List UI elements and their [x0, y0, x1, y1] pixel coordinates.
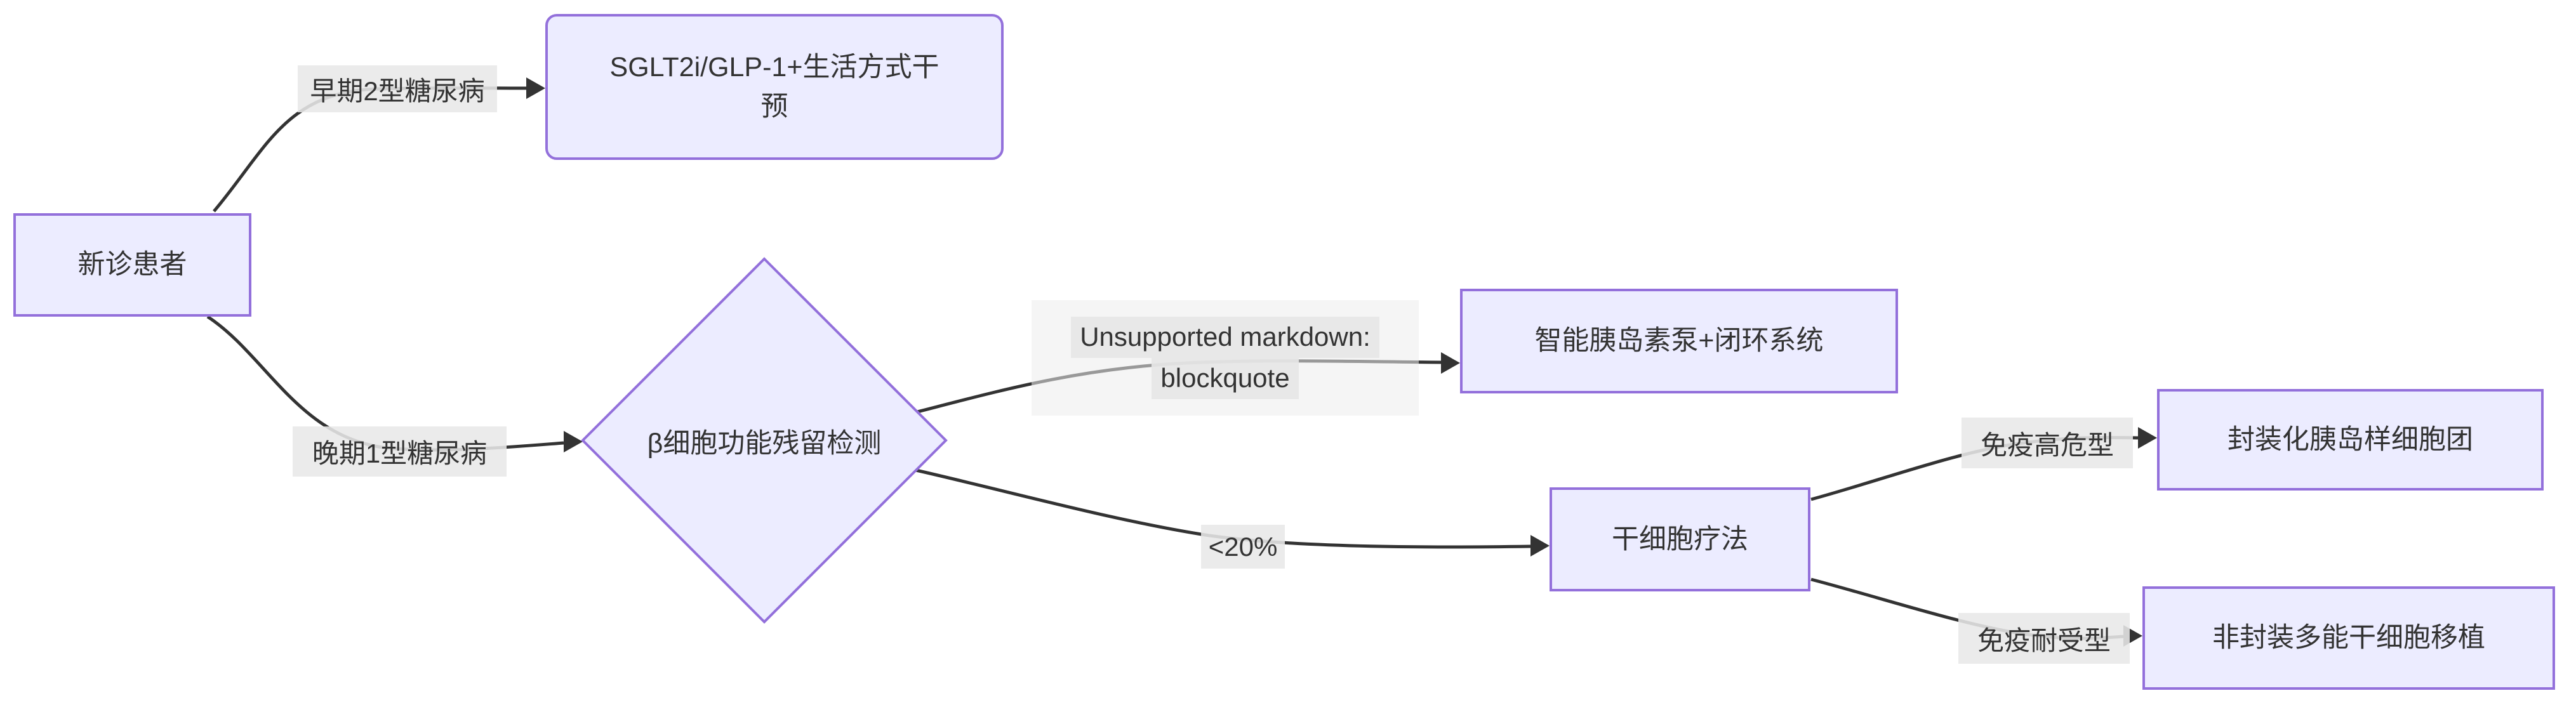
node-non-encapsulated-stem-cell: 非封装多能干细胞移植	[2142, 586, 2555, 690]
beta-cell-test-text: β细胞功能残留检测	[647, 428, 882, 459]
edge-label-late-t1d: 晚期1型糖尿病	[293, 426, 507, 477]
edge-label-immune-tolerant-text: 免疫耐受型	[1977, 625, 2111, 656]
node-stem-cell-label: 干细胞疗法	[1612, 524, 1748, 555]
edge-label-lt20: <20%	[1201, 525, 1285, 569]
edge-label-immune-high-risk-text: 免疫高危型	[1980, 430, 2114, 460]
edge-label-early-t2d: 早期2型糖尿病	[298, 65, 497, 112]
arrowhead-lt20	[1530, 535, 1550, 557]
edge-label-lt20-text: <20%	[1208, 531, 1278, 562]
node-encapsulated-islet: 封装化胰岛样细胞团	[2157, 389, 2544, 491]
arrowhead-immune-high-risk	[2138, 427, 2157, 449]
arrowhead-blockquote	[1441, 352, 1460, 374]
edge-label-unsupported-markdown: Unsupported markdown: blockquote	[1032, 300, 1419, 416]
edge-label-immune-high-risk: 免疫高危型	[1962, 418, 2133, 468]
node-stem-cell: 干细胞疗法	[1550, 487, 1810, 591]
node-new-patient: 新诊患者	[13, 213, 251, 317]
decision-diamond	[581, 257, 948, 624]
node-non-encapsulated-stem-cell-label: 非封装多能干细胞移植	[2212, 623, 2485, 654]
arrowhead-early-t2d	[526, 77, 545, 99]
node-encapsulated-islet-label: 封装化胰岛样细胞团	[2227, 424, 2473, 455]
edge-label-immune-tolerant: 免疫耐受型	[1958, 613, 2130, 664]
node-sglt2i-glp1-label: SGLT2i/GLP-1+生活方式干 预	[610, 48, 939, 127]
node-sglt2i-glp1-line1: SGLT2i/GLP-1+生活方式干	[609, 51, 939, 82]
node-new-patient-label: 新诊患者	[77, 249, 187, 280]
edge-label-unsupported-line1: Unsupported markdown:	[1071, 317, 1379, 358]
node-sglt2i-glp1: SGLT2i/GLP-1+生活方式干 预	[545, 14, 1004, 160]
edge-label-early-t2d-text: 早期2型糖尿病	[310, 76, 485, 106]
node-sglt2i-glp1-line2: 预	[760, 91, 788, 122]
node-insulin-pump: 智能胰岛素泵+闭环系统	[1460, 289, 1898, 393]
edge-label-unsupported-line2: blockquote	[1152, 358, 1299, 399]
node-insulin-pump-label: 智能胰岛素泵+闭环系统	[1534, 326, 1824, 357]
arrowhead-late-t1d	[564, 431, 583, 452]
node-beta-cell-test-label: β细胞功能残留检测	[606, 419, 923, 463]
edge-label-late-t1d-text: 晚期1型糖尿病	[312, 438, 488, 468]
